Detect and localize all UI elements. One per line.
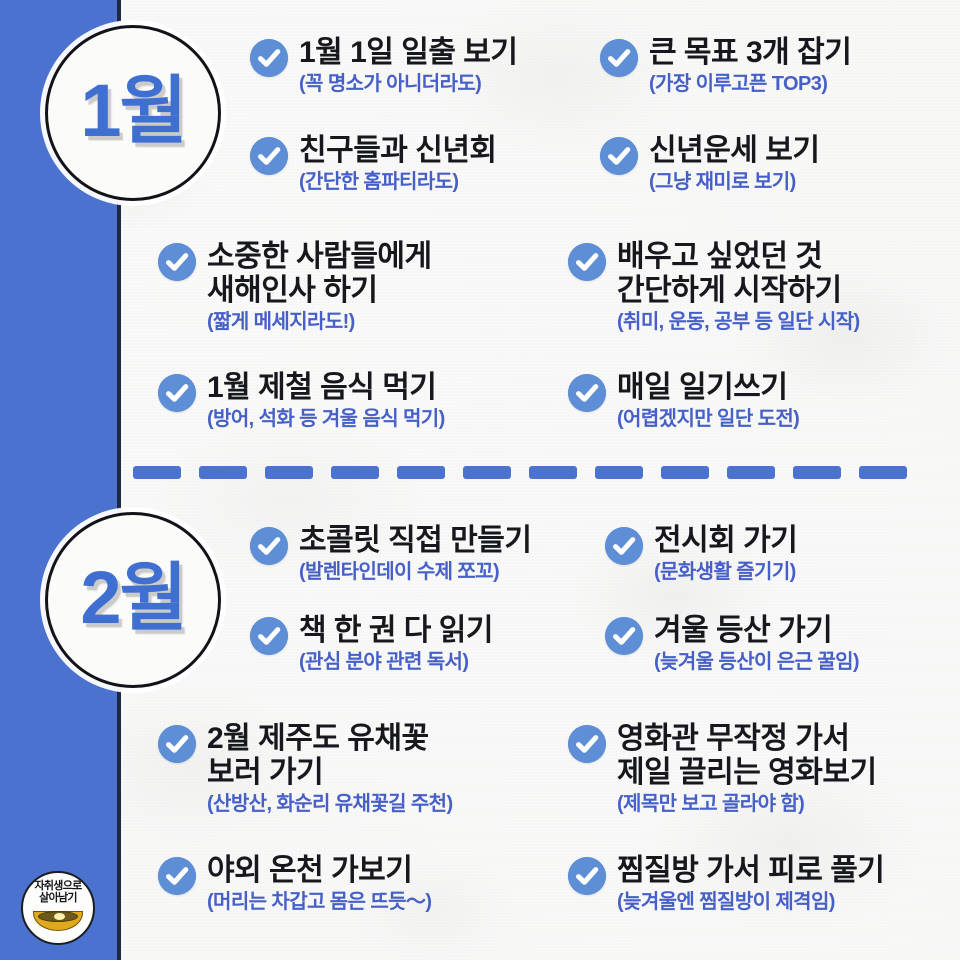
check-circle-icon — [568, 725, 606, 763]
divider-dash — [133, 466, 181, 479]
check-circle-icon — [568, 243, 606, 281]
check-circle-icon — [605, 617, 643, 655]
checklist-item-subtitle: (짧게 메세지라도!) — [207, 310, 355, 333]
month-badge-february-label: 2월 — [80, 556, 187, 639]
checklist-item[interactable]: 신년운세 보기 (그냥 재미로 보기) — [600, 134, 820, 194]
month-badge-february: 2월 — [45, 512, 221, 688]
checklist-item-title: 1월 1일 일출 보기 — [299, 36, 518, 69]
checklist-item[interactable]: 배우고 싶었던 것 간단하게 시작하기 (취미, 운동, 공부 등 일단 시작) — [568, 240, 860, 334]
checklist-item-subtitle: (늦겨울엔 찜질방이 제격임) — [617, 890, 835, 913]
checklist-item-title: 소중한 사람들에게 새해인사 하기 — [207, 240, 432, 307]
divider-dash — [529, 466, 577, 479]
checklist-item-title: 영화관 무작정 가서 제일 끌리는 영화보기 — [617, 722, 877, 789]
checklist-item-subtitle: (늦겨울 등산이 은근 꿀임) — [654, 650, 860, 673]
divider-dash — [793, 466, 841, 479]
check-circle-icon — [250, 617, 288, 655]
divider-dash — [397, 466, 445, 479]
checklist-item-title: 야외 온천 가보기 — [207, 854, 413, 887]
check-circle-icon — [158, 243, 196, 281]
check-circle-icon — [600, 137, 638, 175]
divider-dash — [661, 466, 709, 479]
divider-dash — [463, 466, 511, 479]
checklist-item[interactable]: 소중한 사람들에게 새해인사 하기 (짧게 메세지라도!) — [158, 240, 432, 334]
check-circle-icon — [250, 39, 288, 77]
divider-dash — [331, 466, 379, 479]
checklist-item[interactable]: 영화관 무작정 가서 제일 끌리는 영화보기 (제목만 보고 골라야 함) — [568, 722, 877, 816]
checklist-item-subtitle: (방어, 석화 등 겨울 음식 먹기) — [207, 407, 445, 430]
brand-logo-line1: 자취생으로 — [34, 880, 82, 892]
checklist-item-subtitle: (산방산, 화순리 유채꽃길 주천) — [207, 792, 453, 815]
checklist-item-title: 매일 일기쓰기 — [617, 371, 788, 404]
checklist-item-subtitle: (관심 분야 관련 독서) — [299, 650, 469, 673]
checklist-item-subtitle: (제목만 보고 골라야 함) — [617, 792, 805, 815]
checklist-item[interactable]: 겨울 등산 가기 (늦겨울 등산이 은근 꿀임) — [605, 614, 860, 674]
check-circle-icon — [250, 137, 288, 175]
check-circle-icon — [600, 39, 638, 77]
brand-logo-line2: 살아남기 — [39, 892, 77, 905]
checklist-item-title: 찜질방 가서 피로 풀기 — [617, 854, 885, 887]
check-circle-icon — [250, 527, 288, 565]
checklist-item[interactable]: 매일 일기쓰기 (어렵겠지만 일단 도전) — [568, 371, 800, 431]
check-circle-icon — [158, 857, 196, 895]
checklist-item-subtitle: (취미, 운동, 공부 등 일단 시작) — [617, 310, 860, 333]
checklist-item-title: 신년운세 보기 — [649, 134, 820, 167]
divider-dash — [265, 466, 313, 479]
month-badge-january-label: 1월 — [80, 69, 187, 152]
checklist-item[interactable]: 2월 제주도 유채꽃 보러 가기 (산방산, 화순리 유채꽃길 주천) — [158, 722, 453, 816]
checklist-item-subtitle: (꼭 명소가 아니더라도) — [299, 72, 482, 95]
checklist-item-title: 1월 제철 음식 먹기 — [207, 371, 437, 404]
divider-dash — [595, 466, 643, 479]
check-circle-icon — [605, 527, 643, 565]
checklist-item-title: 큰 목표 3개 잡기 — [649, 36, 852, 69]
section-divider-dashed — [133, 466, 945, 479]
checklist-item-subtitle: (머리는 차갑고 몸은 뜨듯〜) — [207, 890, 432, 913]
checklist-item-title: 전시회 가기 — [654, 524, 798, 557]
checklist-item-title: 책 한 권 다 읽기 — [299, 614, 493, 647]
checklist-item[interactable]: 큰 목표 3개 잡기 (가장 이루고픈 TOP3) — [600, 36, 852, 96]
checklist-item[interactable]: 전시회 가기 (문화생활 즐기기) — [605, 524, 798, 584]
checklist-item[interactable]: 1월 제철 음식 먹기 (방어, 석화 등 겨울 음식 먹기) — [158, 371, 445, 431]
checklist-item-subtitle: (그냥 재미로 보기) — [649, 170, 796, 193]
left-band-edge-line — [117, 0, 121, 960]
checklist-item[interactable]: 야외 온천 가보기 (머리는 차갑고 몸은 뜨듯〜) — [158, 854, 432, 914]
divider-dash — [727, 466, 775, 479]
checklist-item-subtitle: (간단한 홈파티라도) — [299, 170, 459, 193]
checklist-item[interactable]: 책 한 권 다 읽기 (관심 분야 관련 독서) — [250, 614, 493, 674]
ramen-bowl-icon — [33, 907, 83, 931]
month-badge-january: 1월 — [45, 25, 221, 201]
checklist-item-title: 배우고 싶었던 것 간단하게 시작하기 — [617, 240, 842, 307]
checklist-item[interactable]: 1월 1일 일출 보기 (꼭 명소가 아니더라도) — [250, 36, 518, 96]
check-circle-icon — [158, 374, 196, 412]
checklist-item[interactable]: 찜질방 가서 피로 풀기 (늦겨울엔 찜질방이 제격임) — [568, 854, 885, 914]
checklist-item-subtitle: (발렌타인데이 수제 쪼꼬) — [299, 560, 500, 583]
divider-dash — [859, 466, 907, 479]
checklist-item-subtitle: (가장 이루고픈 TOP3) — [649, 72, 828, 95]
check-circle-icon — [568, 374, 606, 412]
check-circle-icon — [568, 857, 606, 895]
check-circle-icon — [158, 725, 196, 763]
checklist-item-subtitle: (어렵겠지만 일단 도전) — [617, 407, 800, 430]
checklist-item-title: 겨울 등산 가기 — [654, 614, 833, 647]
checklist-item-title: 초콜릿 직접 만들기 — [299, 524, 532, 557]
checklist-item[interactable]: 친구들과 신년회 (간단한 홈파티라도) — [250, 134, 497, 194]
checklist-item-title: 2월 제주도 유채꽃 보러 가기 — [207, 722, 429, 789]
checklist-item[interactable]: 초콜릿 직접 만들기 (발렌타인데이 수제 쪼꼬) — [250, 524, 532, 584]
brand-logo-badge[interactable]: 자취생으로 살아남기 — [21, 871, 95, 945]
divider-dash — [199, 466, 247, 479]
checklist-item-subtitle: (문화생활 즐기기) — [654, 560, 796, 583]
checklist-item-title: 친구들과 신년회 — [299, 134, 497, 167]
